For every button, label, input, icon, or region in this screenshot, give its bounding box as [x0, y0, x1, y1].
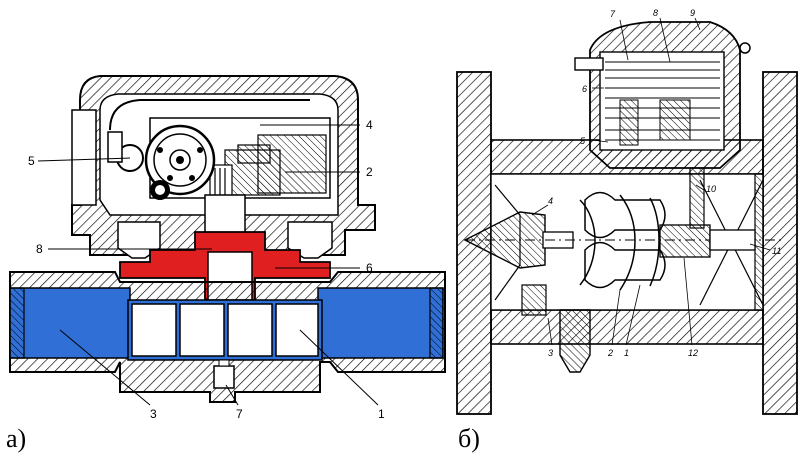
panel-a-outlet-thread — [429, 287, 444, 359]
panel-a-caption: а) — [6, 424, 27, 453]
panel-b-worm-gear — [659, 224, 711, 258]
panel-b-bearing — [709, 229, 756, 251]
panel-a-leaders — [37, 124, 379, 406]
panel-b-label-8: 8 — [653, 8, 658, 18]
panel-b-label-9: 9 — [690, 8, 695, 18]
panel-a-drain-plug — [213, 365, 235, 389]
panel-b-label-2: 2 — [607, 348, 613, 358]
panel-a-outlet-channel — [317, 287, 444, 359]
panel-a-counter-wheel — [144, 124, 216, 196]
panel-b-counter-mechanism — [605, 61, 720, 146]
panel-b-label-6: 6 — [582, 84, 587, 94]
panel-a-label-2: 2 — [366, 165, 373, 179]
panel-b-label-3: 3 — [548, 348, 553, 358]
panel-a-spindle — [204, 194, 246, 236]
panel-b-bracket — [521, 284, 547, 316]
panel-b-side-knob — [574, 57, 604, 71]
panel-b-drain — [559, 309, 591, 373]
panel-b-label-7: 7 — [610, 9, 616, 19]
panel-b-lid-hinge — [739, 42, 751, 54]
panel-b-lower-wall — [490, 309, 764, 345]
panel-a-label-3: 3 — [150, 407, 157, 421]
panel-b-label-10: 10 — [706, 184, 716, 194]
panel-b-caption: б) — [458, 424, 480, 453]
panel-a-label-4: 4 — [366, 118, 373, 132]
panel-b-drive-shaft — [689, 167, 705, 229]
panel-b-label-11: 11 — [772, 246, 781, 256]
panel-b-right-flange — [762, 71, 798, 415]
panel-a-side-tube — [71, 109, 97, 206]
panel-a-plug-dot — [218, 359, 230, 367]
panel-b-label-12: 12 — [688, 348, 698, 358]
panel-a-label-1: 1 — [378, 407, 385, 421]
panel-a-label-7: 7 — [236, 407, 243, 421]
panel-a-gear-train — [209, 144, 281, 206]
panel-b-drawing: 7 8 9 6 5 4 10 11 3 2 1 12 — [456, 8, 798, 415]
panel-a-label-6: 6 — [366, 261, 373, 275]
panel-b-label-1: 1 — [624, 348, 629, 358]
panel-a-impeller — [131, 303, 319, 357]
panel-a-drawing: 5 8 4 2 6 3 7 1 — [9, 75, 446, 421]
panel-b-turbine — [579, 191, 666, 291]
panel-a-label-8: 8 — [36, 242, 43, 256]
panel-a-lever — [107, 131, 123, 163]
panel-a-right-cup — [287, 221, 333, 259]
panel-a-label-5: 5 — [28, 154, 35, 168]
panel-a-small-gear — [150, 180, 170, 200]
panel-a-dial-arc — [109, 99, 310, 131]
panel-a-inlet-thread — [9, 287, 25, 359]
panel-b-leaders — [531, 17, 771, 346]
panel-a-inlet-channel — [9, 287, 131, 359]
panel-b-label-4: 4 — [548, 196, 553, 206]
panel-b-label-5: 5 — [580, 136, 586, 146]
